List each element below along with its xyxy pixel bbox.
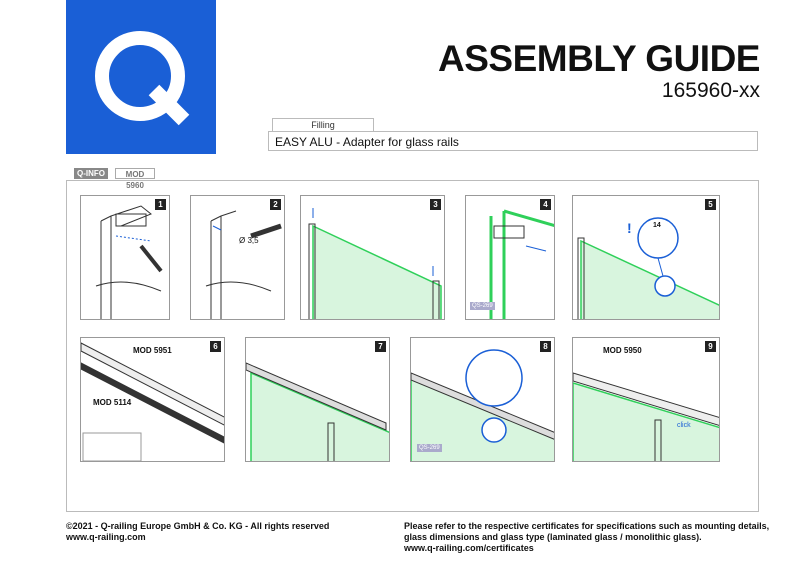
step-number: 9 <box>705 341 716 352</box>
step-3: 3 <box>300 195 445 320</box>
certificates-link[interactable]: www.q-railing.com/certificates <box>404 543 534 553</box>
product-subtitle: EASY ALU - Adapter for glass rails <box>268 131 758 151</box>
step-5: ! 14 5 <box>572 195 720 320</box>
step-number: 5 <box>705 199 716 210</box>
certificate-note-line2: glass dimensions and glass type (laminat… <box>404 532 702 542</box>
part-label-top: MOD 5950 <box>603 346 642 355</box>
click-label: click <box>677 422 691 429</box>
step-number: 2 <box>270 199 281 210</box>
step-2: Ø 3,5 2 <box>190 195 285 320</box>
q-railing-logo <box>66 0 216 154</box>
qs-badge: QS-269 <box>470 302 495 310</box>
drill-diameter-label: Ø 3,5 <box>239 236 259 245</box>
part-label-top: MOD 5951 <box>133 346 172 355</box>
mod-tag: MOD 5960 <box>115 168 155 190</box>
step-number: 8 <box>540 341 551 352</box>
step-number: 6 <box>210 341 221 352</box>
category-label: Filling <box>272 118 374 131</box>
step-8-drawing <box>411 349 554 461</box>
part-label-bottom: MOD 5114 <box>93 398 132 407</box>
step-number: 4 <box>540 199 551 210</box>
qs-badge: QS-269 <box>417 444 442 452</box>
copyright-text: ©2021 - Q-railing Europe GmbH & Co. KG -… <box>66 521 330 531</box>
step-7: 7 <box>245 337 390 462</box>
step-1: 1 <box>80 195 170 320</box>
step-number: 1 <box>155 199 166 210</box>
step-4: QS-269 4 <box>465 195 555 320</box>
step-3-drawing <box>308 208 442 319</box>
step-9: MOD 5950 click 9 <box>572 337 720 462</box>
step-6-drawing <box>81 342 224 461</box>
step-9-drawing <box>573 372 719 461</box>
steps-frame <box>66 180 759 512</box>
dimension-label: 14 <box>653 222 661 229</box>
website-link[interactable]: www.q-railing.com <box>66 532 146 542</box>
step-5-drawing <box>577 217 719 319</box>
q-info-tag: Q-INFO <box>74 168 108 179</box>
q-logo-icon <box>95 31 190 126</box>
product-code: 165960-xx <box>661 79 760 102</box>
footer-right: Please refer to the respective certifica… <box>404 521 769 554</box>
step-1-drawing <box>95 205 163 319</box>
step-number: 3 <box>430 199 441 210</box>
footer-left: ©2021 - Q-railing Europe GmbH & Co. KG -… <box>66 521 329 543</box>
step-2-drawing <box>205 210 282 319</box>
step-8: QS-269 8 <box>410 337 555 462</box>
step-number: 7 <box>375 341 386 352</box>
warning-icon: ! <box>627 220 632 236</box>
certificate-note-line1: Please refer to the respective certifica… <box>404 521 770 531</box>
step-7-drawing <box>246 362 389 461</box>
page-title: ASSEMBLY GUIDE <box>438 38 760 79</box>
step-6: MOD 5951 MOD 5114 6 <box>80 337 225 462</box>
